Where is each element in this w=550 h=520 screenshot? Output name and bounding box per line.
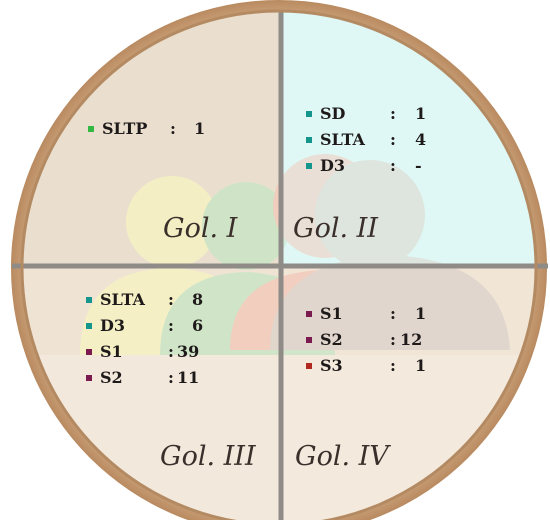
bullet-icon: [88, 126, 94, 132]
inner-rim: [20, 9, 538, 520]
separator: :: [390, 330, 396, 349]
separator: :: [390, 304, 396, 323]
employee-count: 4: [415, 130, 427, 149]
education-code: D3: [320, 156, 346, 175]
employee-count: 39: [177, 342, 200, 361]
separator: :: [168, 290, 174, 309]
employee-count: 6: [192, 316, 204, 335]
bullet-icon: [86, 375, 92, 381]
education-code: S2: [100, 368, 123, 387]
employee-count: -: [415, 156, 422, 175]
bullet-icon: [306, 311, 312, 317]
education-code: S3: [320, 356, 343, 375]
education-code: SD: [320, 104, 346, 123]
employee-count: 11: [177, 368, 200, 387]
separator: :: [170, 119, 176, 138]
separator: :: [168, 342, 174, 361]
bullet-icon: [86, 323, 92, 329]
bullet-icon: [86, 349, 92, 355]
employee-count: 1: [194, 119, 206, 138]
education-code: SLTP: [102, 119, 148, 138]
person-yellow-head: [126, 176, 218, 268]
separator: :: [390, 156, 396, 175]
employee-count: 8: [192, 290, 204, 309]
quadrant-4-label: Gol. IV: [295, 441, 389, 472]
employee-count: 1: [415, 356, 427, 375]
bullet-icon: [306, 137, 312, 143]
separator: :: [168, 368, 174, 387]
employee-count: 12: [400, 330, 423, 349]
bullet-icon: [306, 363, 312, 369]
separator: :: [390, 130, 396, 149]
education-code: SLTA: [320, 130, 365, 149]
employee-count: 1: [415, 304, 427, 323]
education-code: S2: [320, 330, 343, 349]
separator: :: [390, 104, 396, 123]
bullet-icon: [306, 337, 312, 343]
separator: :: [390, 356, 396, 375]
bullet-icon: [306, 111, 312, 117]
quadrant-3-label: Gol. III: [160, 441, 256, 472]
employee-count: 1: [415, 104, 427, 123]
education-code: SLTA: [100, 290, 145, 309]
person-grey-body: [270, 255, 510, 350]
education-code: S1: [320, 304, 343, 323]
person-grey-head: [315, 160, 425, 270]
education-code: S1: [100, 342, 123, 361]
quadrant-2-label: Gol. II: [293, 213, 378, 244]
education-code: D3: [100, 316, 126, 335]
bullet-icon: [86, 297, 92, 303]
separator: :: [168, 316, 174, 335]
person-green-head: [202, 182, 290, 270]
quadrant-1-label: Gol. I: [163, 213, 238, 244]
people-silhouettes: [80, 154, 510, 355]
bullet-icon: [306, 163, 312, 169]
